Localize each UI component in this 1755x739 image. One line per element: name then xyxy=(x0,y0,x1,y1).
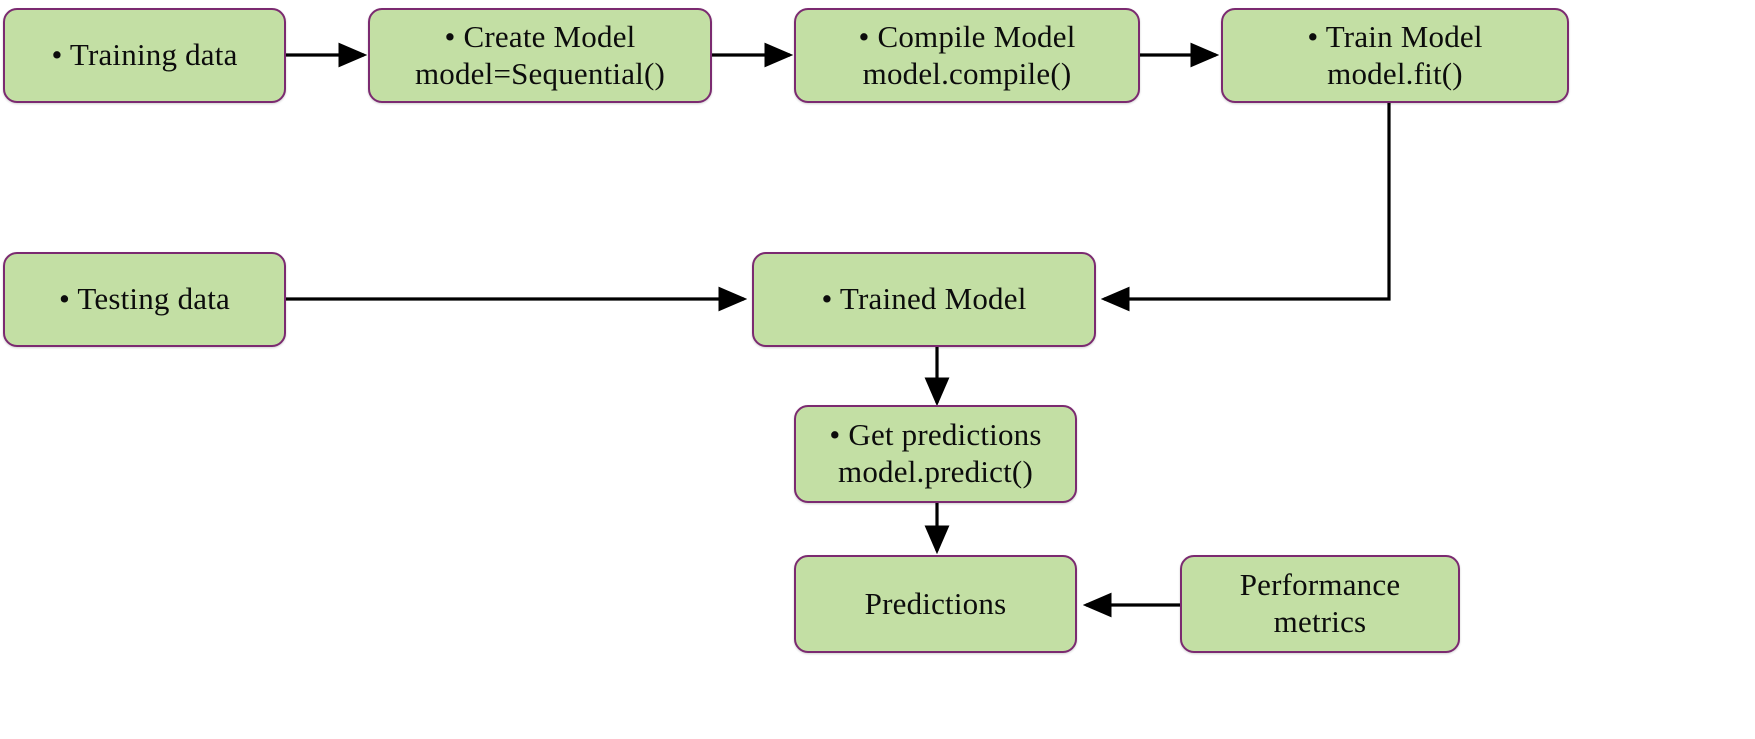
node-performance-metrics[interactable]: Performance metrics xyxy=(1180,555,1460,653)
node-create-model[interactable]: • Create Model model=Sequential() xyxy=(368,8,712,103)
node-trained-model[interactable]: • Trained Model xyxy=(752,252,1096,347)
node-get-predictions[interactable]: • Get predictions model.predict() xyxy=(794,405,1077,503)
node-testing-data-label: • Testing data xyxy=(58,281,231,317)
node-train-model[interactable]: • Train Model model.fit() xyxy=(1221,8,1569,103)
node-performance-metrics-label: Performance metrics xyxy=(1239,567,1401,639)
node-compile-model-label: • Compile Model model.compile() xyxy=(858,18,1076,91)
node-trained-model-label: • Trained Model xyxy=(821,281,1027,317)
node-predictions-label: Predictions xyxy=(864,585,1007,621)
node-training-data[interactable]: • Training data xyxy=(3,8,286,103)
node-training-data-label: • Training data xyxy=(51,37,238,73)
node-create-model-label: • Create Model model=Sequential() xyxy=(414,18,666,91)
node-get-predictions-label: • Get predictions model.predict() xyxy=(829,417,1042,489)
edge-train-to-trained xyxy=(1100,103,1391,312)
node-compile-model[interactable]: • Compile Model model.compile() xyxy=(794,8,1140,103)
node-testing-data[interactable]: • Testing data xyxy=(3,252,286,347)
node-train-model-label: • Train Model model.fit() xyxy=(1307,18,1483,91)
node-predictions[interactable]: Predictions xyxy=(794,555,1077,653)
